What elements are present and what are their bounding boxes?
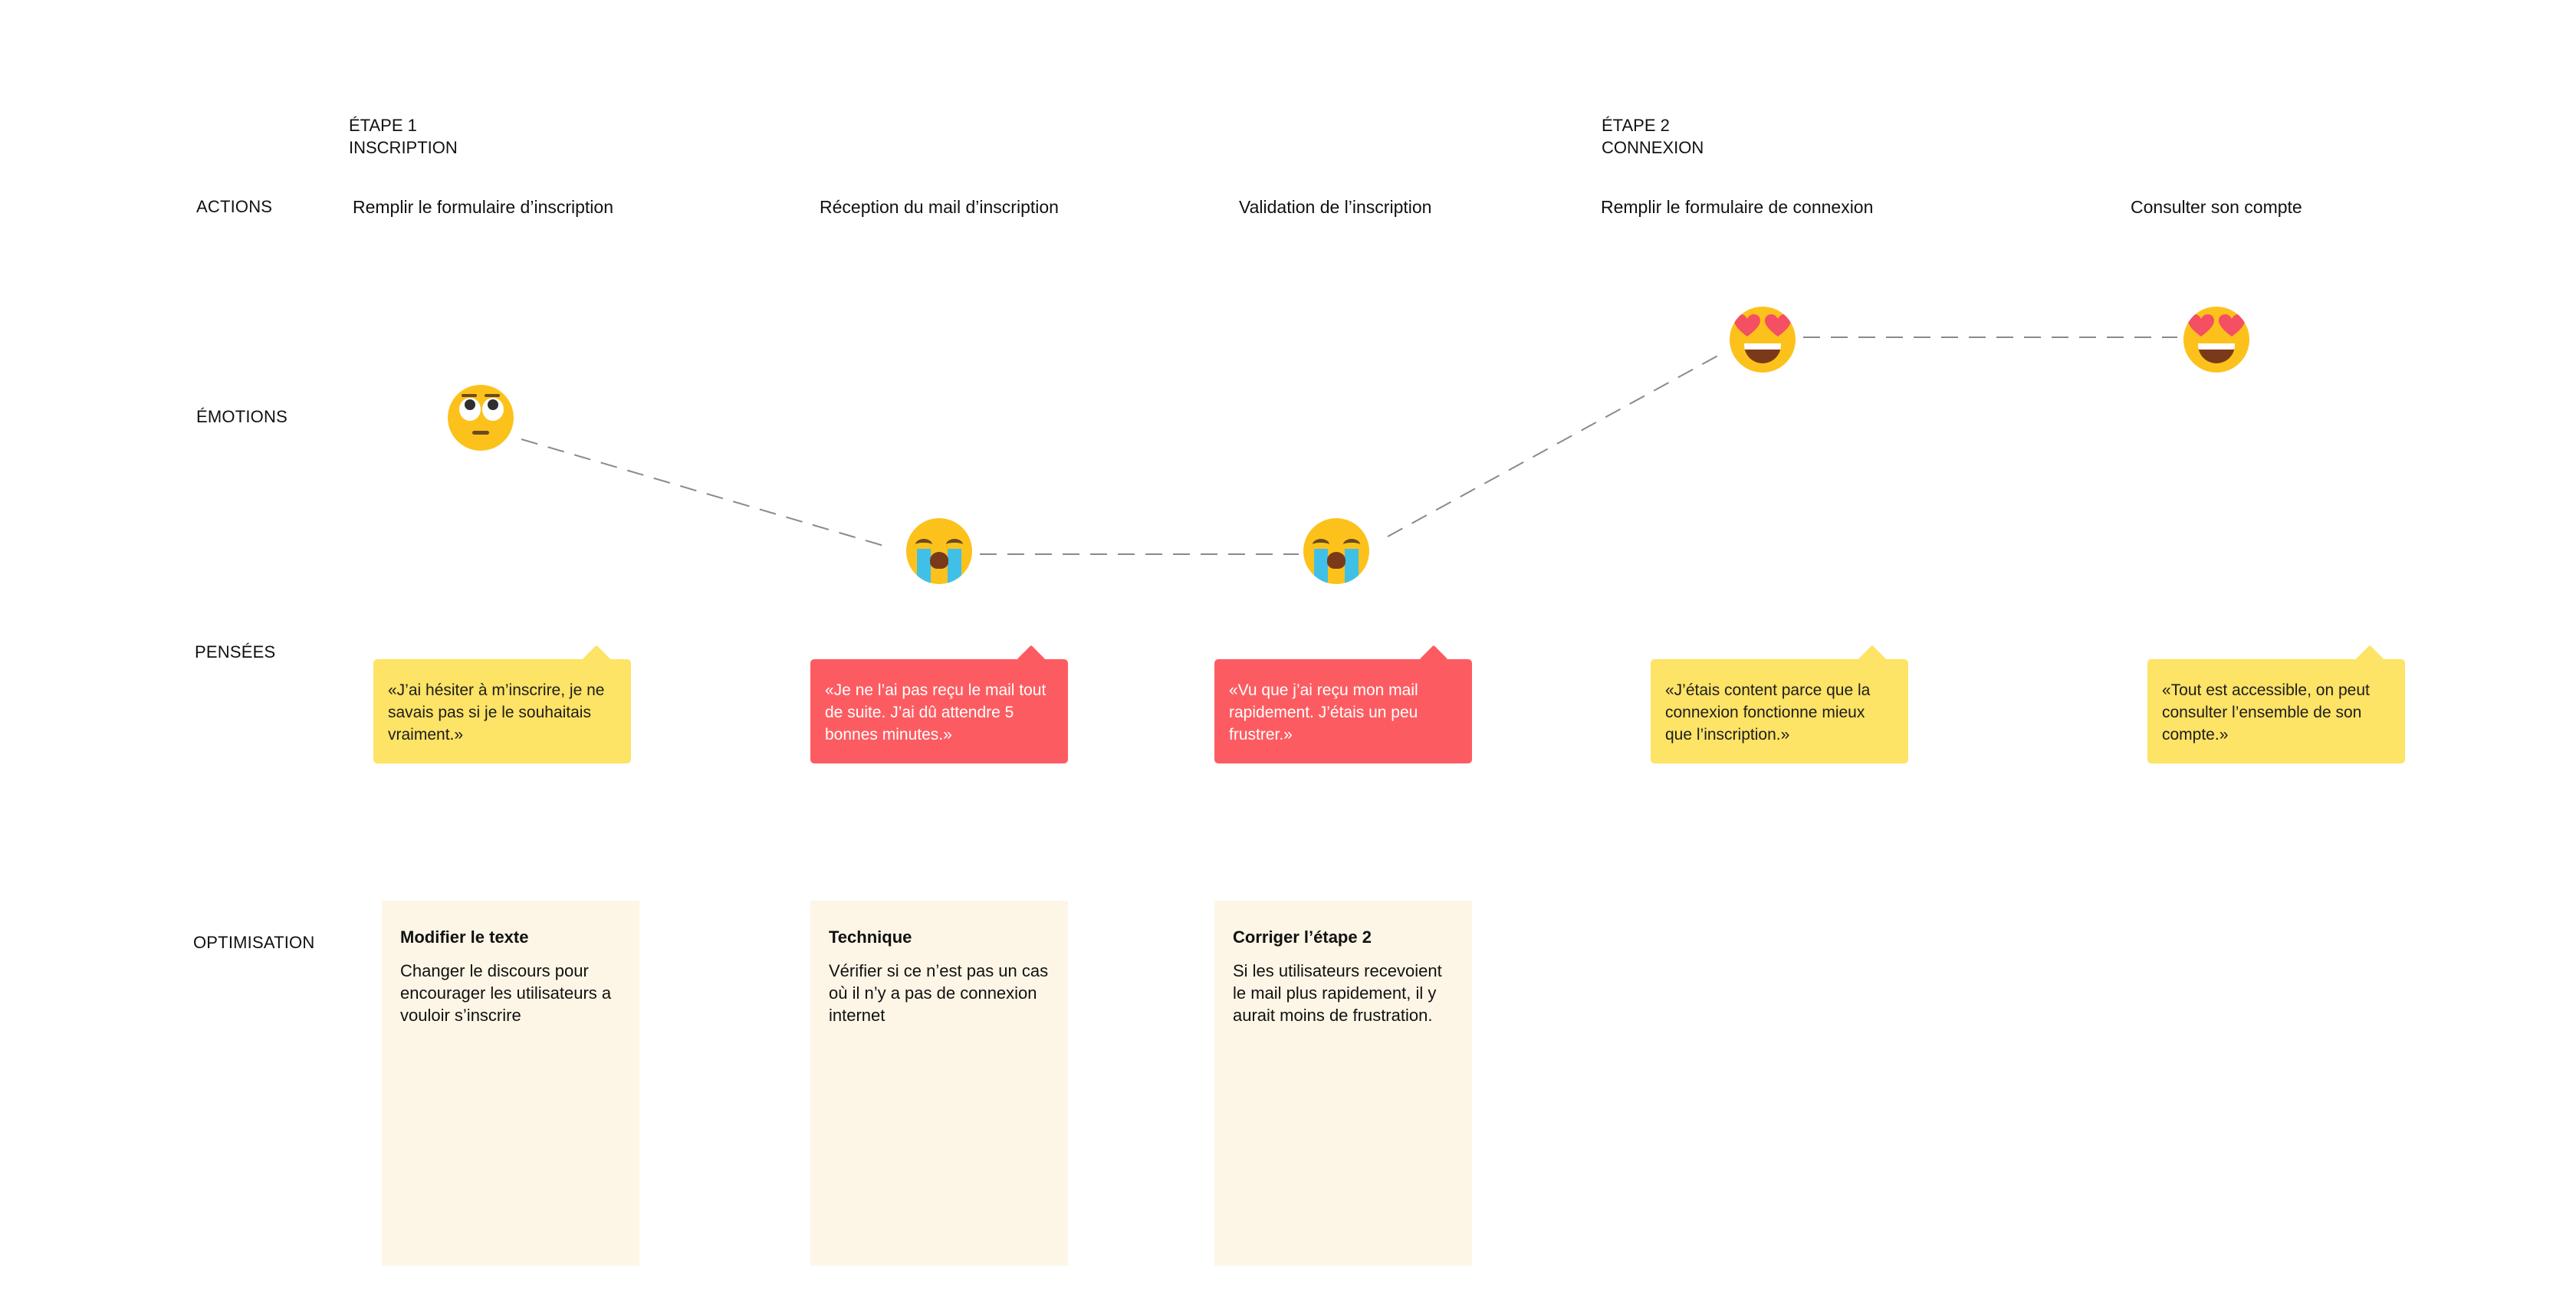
- step-name: INSCRIPTION: [349, 138, 458, 157]
- row-label-actions: ACTIONS: [196, 197, 273, 216]
- action-3: Validation de l’inscription: [1239, 197, 1432, 217]
- emotion-connector: [1387, 352, 1724, 537]
- step-label: ÉTAPE 1: [349, 116, 417, 135]
- loudly-crying-face-icon: [906, 518, 972, 584]
- smiling-face-with-heart-eyes-icon: [2183, 307, 2249, 373]
- thought-bubble-3: «Vu que j’ai reçu mon mail rapidement. J…: [1214, 645, 1472, 763]
- optimisation-title: Corriger l’étape 2: [1233, 927, 1372, 947]
- thought-bubble-2: «Je ne l’ai pas reçu le mail tout de sui…: [810, 645, 1068, 763]
- optimisation-card-1: Modifier le texte Changer le discours po…: [382, 901, 639, 1266]
- step-header-1: ÉTAPE 1 INSCRIPTION: [349, 114, 458, 159]
- row-label-thoughts: PENSÉES: [195, 642, 276, 661]
- face-with-rolling-eyes-icon: [448, 385, 514, 451]
- optimisation-card-2: Technique Vérifier si ce n’est pas un ca…: [810, 901, 1068, 1266]
- action-4: Remplir le formulaire de connexion: [1601, 197, 1874, 217]
- thought-bubble-4: «J’étais content parce que la connexion …: [1651, 645, 1908, 763]
- smiling-face-with-heart-eyes-icon: [1730, 307, 1796, 373]
- action-1: Remplir le formulaire d’inscription: [353, 197, 614, 217]
- thought-bubble-5: «Tout est accessible, on peut consulter …: [2147, 645, 2405, 763]
- row-label-optimisation: OPTIMISATION: [193, 933, 315, 952]
- action-2: Réception du mail d’inscription: [820, 197, 1059, 217]
- step-label: ÉTAPE 2: [1602, 116, 1670, 135]
- thought-text: «J’ai hésiter à m’inscrire, je ne savais…: [388, 681, 605, 744]
- optimisation-body: Si les utilisateurs recevoient le mail p…: [1233, 961, 1442, 1025]
- optimisation-body: Vérifier si ce n’est pas un cas où il n’…: [829, 961, 1049, 1025]
- row-label-emotions: ÉMOTIONS: [196, 407, 288, 426]
- emotion-connector: [521, 438, 887, 547]
- thought-bubble-1: «J’ai hésiter à m’inscrire, je ne savais…: [373, 645, 631, 763]
- thought-text: «Tout est accessible, on peut consulter …: [2162, 681, 2370, 744]
- loudly-crying-face-icon: [1303, 518, 1369, 584]
- optimisation-card-3: Corriger l’étape 2 Si les utilisateurs r…: [1214, 901, 1472, 1266]
- thought-text: «Je ne l’ai pas reçu le mail tout de sui…: [825, 681, 1046, 744]
- thought-text: «Vu que j’ai reçu mon mail rapidement. J…: [1229, 681, 1418, 744]
- action-5: Consulter son compte: [2131, 197, 2302, 217]
- optimisation-title: Modifier le texte: [400, 927, 529, 947]
- step-name: CONNEXION: [1602, 138, 1704, 157]
- step-header-2: ÉTAPE 2 CONNEXION: [1602, 114, 1704, 159]
- thought-text: «J’étais content parce que la connexion …: [1665, 681, 1871, 744]
- optimisation-body: Changer le discours pour encourager les …: [400, 961, 612, 1025]
- optimisation-title: Technique: [829, 927, 912, 947]
